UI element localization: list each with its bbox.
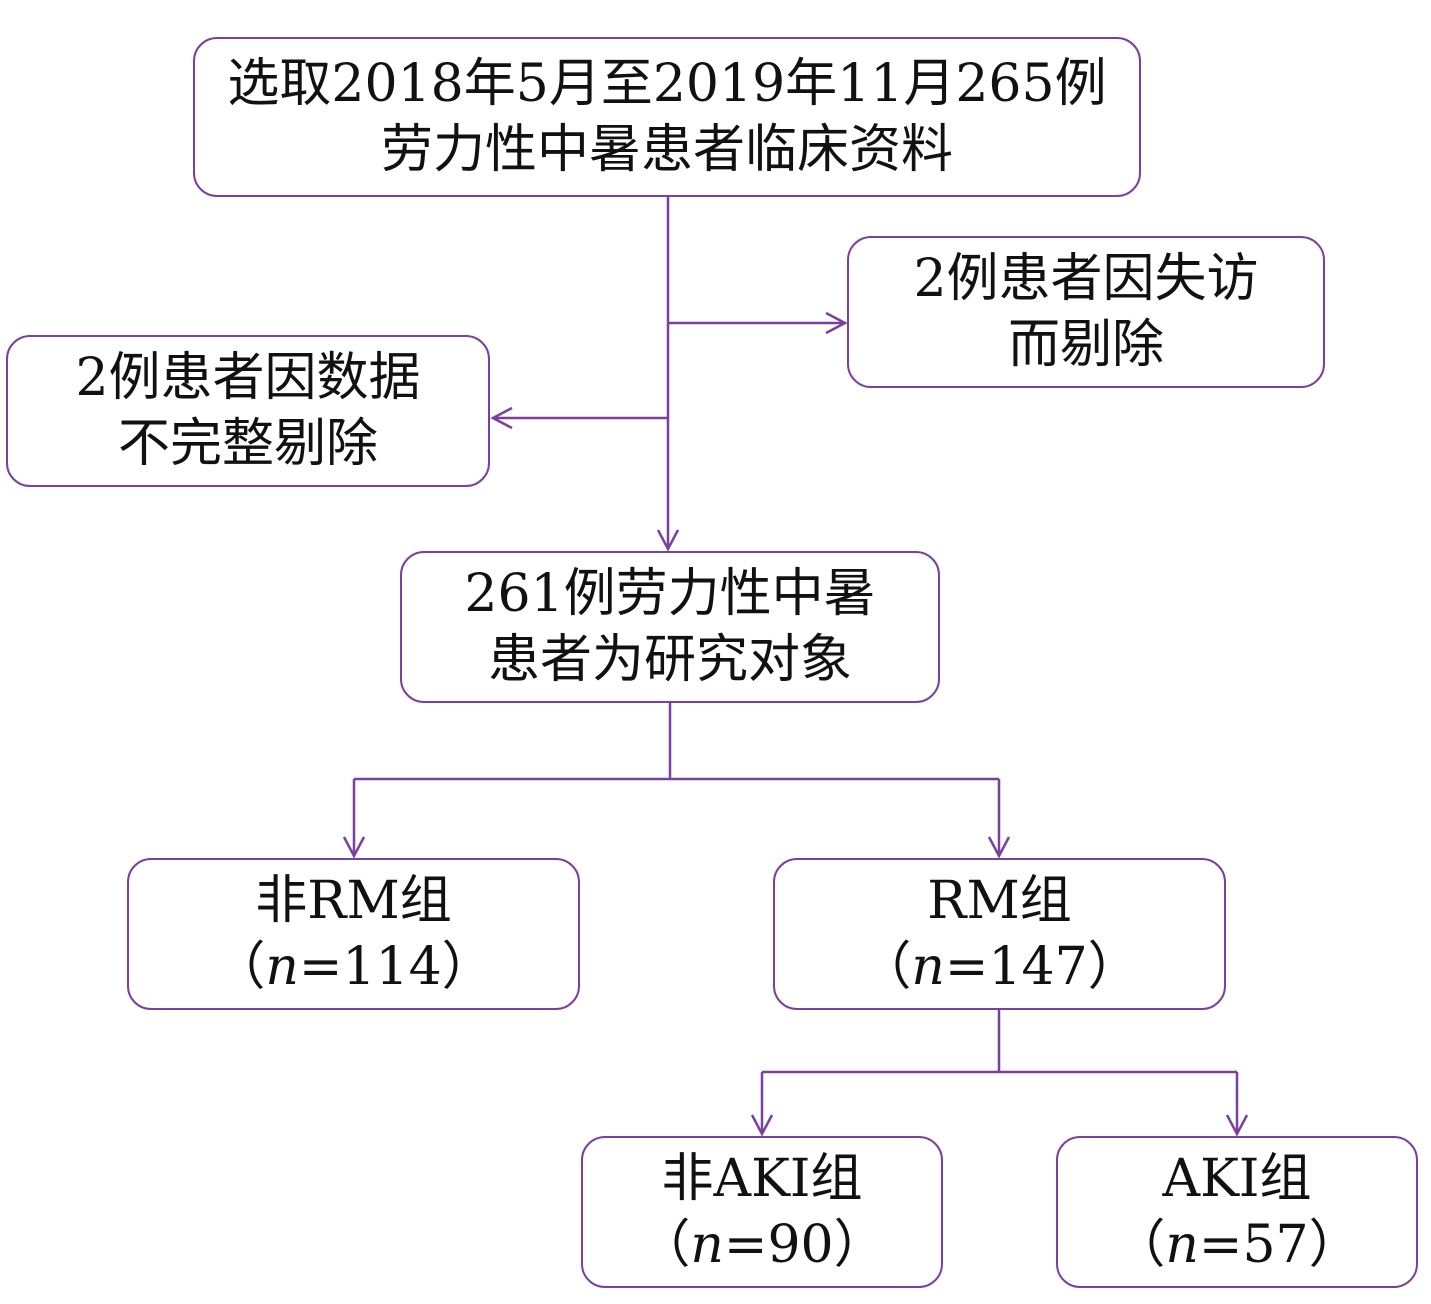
- aki-count: （n=57）: [1113, 1215, 1361, 1275]
- non-aki-label: 非AKI组: [661, 1149, 863, 1209]
- non-rm-label: 非RM组: [255, 871, 452, 931]
- arrow-head-non-aki: [750, 1114, 774, 1137]
- source-line2: 劳力性中暑患者临床资料: [380, 120, 953, 180]
- study-box: 261例劳力性中暑 患者为研究对象: [400, 551, 940, 703]
- arrow-head-incomplete: [490, 406, 513, 430]
- arrow-head-study: [656, 529, 680, 552]
- rm-box: RM组 （n=147）: [773, 858, 1226, 1010]
- source-line1: 选取2018年5月至2019年11月265例: [227, 54, 1107, 114]
- arrow-head-non-rm: [342, 836, 366, 859]
- excluded-lost-line1: 2例患者因失访: [913, 249, 1259, 309]
- rm-count: （n=147）: [859, 937, 1140, 997]
- non-aki-count: （n=90）: [638, 1215, 886, 1275]
- arrow-head-aki: [1225, 1114, 1249, 1137]
- rm-label: RM组: [927, 871, 1072, 931]
- aki-label: AKI组: [1162, 1149, 1312, 1209]
- non-aki-box: 非AKI组 （n=90）: [581, 1136, 943, 1288]
- source-box: 选取2018年5月至2019年11月265例 劳力性中暑患者临床资料: [193, 37, 1141, 197]
- non-rm-box: 非RM组 （n=114）: [127, 858, 580, 1010]
- non-rm-count: （n=114）: [213, 937, 494, 997]
- excluded-lost-line2: 而剔除: [1007, 315, 1164, 375]
- excluded-incomplete-line2: 不完整剔除: [117, 414, 378, 474]
- aki-box: AKI组 （n=57）: [1056, 1136, 1418, 1288]
- study-line2: 患者为研究对象: [487, 630, 852, 690]
- excluded-lost-box: 2例患者因失访 而剔除: [847, 236, 1325, 388]
- study-line1: 261例劳力性中暑: [464, 564, 876, 624]
- arrow-head-lost: [825, 311, 848, 335]
- arrow-head-rm: [987, 836, 1011, 859]
- excluded-incomplete-line1: 2例患者因数据: [75, 348, 421, 408]
- excluded-incomplete-box: 2例患者因数据 不完整剔除: [6, 335, 490, 487]
